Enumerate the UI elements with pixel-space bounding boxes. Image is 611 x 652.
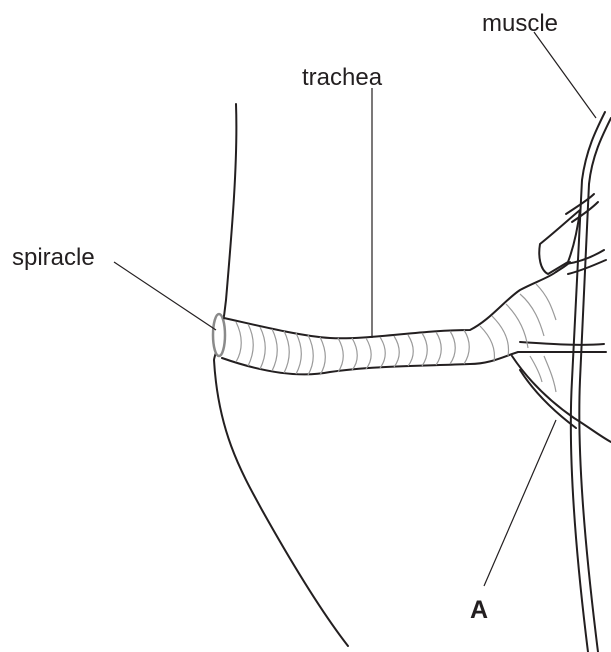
branch-lower-a (512, 356, 611, 442)
spiracle-opening (213, 314, 225, 356)
a-leader-line (484, 420, 556, 586)
body-wall-outline (214, 104, 348, 646)
label-a: A (470, 598, 488, 623)
branch-mid-a (520, 342, 604, 345)
label-spiracle: spiracle (12, 246, 95, 270)
trachea-upper-wall (224, 272, 556, 338)
muscle-leader-line (534, 32, 596, 118)
muscle-inner-line (579, 118, 611, 652)
branch-top-b (572, 202, 598, 222)
spiracle-leader-line (114, 262, 216, 330)
label-muscle: muscle (482, 12, 558, 36)
label-trachea: trachea (302, 66, 382, 90)
